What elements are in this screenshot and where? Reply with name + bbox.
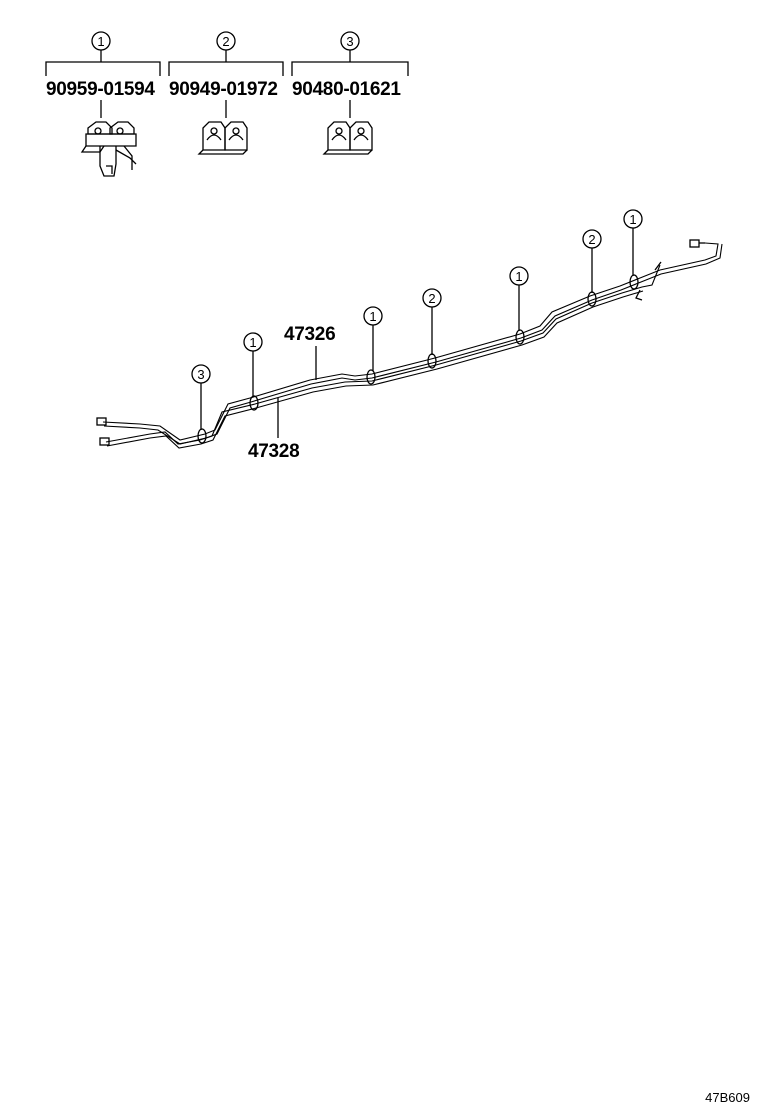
callout-ref: 2	[428, 291, 435, 306]
callout-ref: 1	[249, 335, 256, 350]
callout: 1	[243, 332, 263, 397]
tube-upper	[102, 242, 719, 441]
callout: 1	[363, 306, 383, 371]
legend-part-number-1[interactable]: 90959-01594	[46, 79, 156, 100]
tube-lower	[105, 264, 661, 445]
callout-ref: 3	[197, 367, 204, 382]
part-number-47328[interactable]: 47328	[248, 441, 300, 462]
callout: 1	[509, 266, 529, 331]
part-number-47326[interactable]: 47326	[284, 324, 336, 345]
double-clamp-icon	[322, 121, 373, 155]
tube-clamp-icon	[197, 274, 639, 444]
legend-item-1: 1 90959-01594	[45, 31, 161, 177]
legend-ref-1: 1	[97, 34, 104, 49]
legend-item-3: 3 90480-01621	[291, 31, 409, 155]
flare-nut-icon	[96, 239, 705, 446]
legend-item-2: 2 90949-01972	[168, 31, 284, 155]
diagram-code: 47B609	[705, 1090, 750, 1105]
clamp-with-bracket-icon	[80, 121, 137, 177]
callout: 3	[191, 364, 211, 430]
callout: 2	[582, 229, 602, 293]
legend-part-number-2[interactable]: 90949-01972	[169, 79, 278, 100]
legend-ref-2: 2	[222, 34, 229, 49]
legend-ref-3: 3	[346, 34, 353, 49]
double-clamp-icon	[197, 121, 248, 155]
legend-part-number-3[interactable]: 90480-01621	[292, 79, 402, 100]
callout: 2	[422, 288, 442, 355]
callout-ref: 1	[515, 269, 522, 284]
callout-ref: 1	[629, 212, 636, 227]
callout: 1	[623, 209, 643, 276]
callout-ref: 1	[369, 309, 376, 324]
brake-tube-assembly	[96, 239, 723, 449]
callout-ref: 2	[588, 232, 595, 247]
